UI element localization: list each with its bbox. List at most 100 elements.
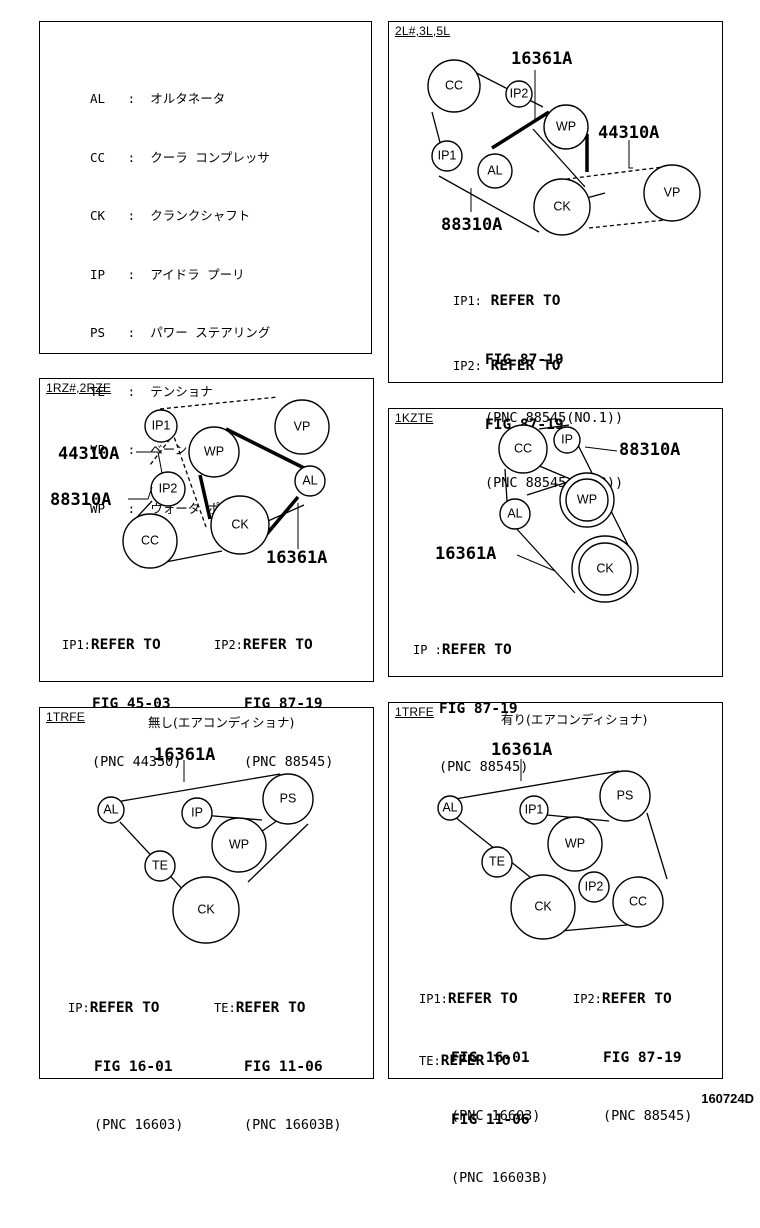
svg-text:WP: WP xyxy=(565,836,585,850)
svg-text:16361A: 16361A xyxy=(154,745,215,765)
svg-text:IP2: IP2 xyxy=(585,879,604,893)
pulley-al xyxy=(97,796,125,824)
reference-note: IP:REFER TO FIG 16-01 (PNC 16603) xyxy=(68,1000,184,1133)
pulley-ip1 xyxy=(144,409,178,443)
pulley-ip1 xyxy=(519,795,549,825)
pulley-ip2 xyxy=(505,80,533,108)
pulley-ip2 xyxy=(578,871,610,903)
pulley-ps xyxy=(599,770,651,822)
reference-note: TE:REFER TO FIG 11-06 (PNC 16603B) xyxy=(419,1053,549,1186)
belt-diagram: CC IP2 WP IP1 AL CK VP 16361A 44310A 883… xyxy=(427,49,701,236)
engine-tag: 1TRFE xyxy=(46,710,86,724)
svg-text:WP: WP xyxy=(556,119,576,133)
belt-diagram: IP1 VP WP AL IP2 CK CC 44310A 88310A 163… xyxy=(50,396,330,569)
svg-text:16361A: 16361A xyxy=(435,544,496,564)
pulley-wp xyxy=(547,816,603,872)
pulley-ck xyxy=(578,542,632,596)
pulley-al xyxy=(499,498,531,530)
pulley-ck xyxy=(210,495,270,555)
svg-text:WP: WP xyxy=(204,444,224,458)
svg-text:VP: VP xyxy=(294,419,311,433)
pulley-cc xyxy=(612,876,664,928)
legend-item: TE : テンショナ xyxy=(90,383,213,399)
svg-text:44310A: 44310A xyxy=(598,123,659,143)
legend-item: CC : クーラ コンプレッサ xyxy=(90,149,270,165)
pulley-ps xyxy=(262,773,314,825)
pulley-cc xyxy=(122,513,178,569)
svg-text:IP1: IP1 xyxy=(438,148,457,162)
svg-text:CK: CK xyxy=(553,199,571,213)
engine-tag: 1TRFE xyxy=(395,705,435,719)
svg-text:88310A: 88310A xyxy=(50,490,111,510)
panel-subtitle: 有り(エアコンディショナ) xyxy=(501,712,648,727)
legend-item: CK : クランクシャフト xyxy=(90,208,251,223)
svg-text:WP: WP xyxy=(229,837,249,851)
panel-1trfe-no-ac: 1TRFE 無し(エアコンディショナ) AL IP PS WP TE CK 16… xyxy=(39,707,374,1133)
pulley-al xyxy=(437,795,463,821)
panel-1rz-2rze: 1RZ#,2RZE IP1 VP WP AL xyxy=(39,378,374,770)
belt-diagram: AL IP1 PS WP TE IP2 CC CK 16361A xyxy=(437,740,668,940)
svg-text:CC: CC xyxy=(514,441,532,455)
svg-text:CK: CK xyxy=(596,561,614,575)
svg-text:44310A: 44310A xyxy=(58,444,119,464)
svg-text:CK: CK xyxy=(197,902,215,916)
engine-tag: 1RZ#,2RZE xyxy=(46,381,112,395)
pulley-wp xyxy=(565,478,609,522)
pulley-vp xyxy=(643,164,701,222)
svg-text:16361A: 16361A xyxy=(491,740,552,760)
svg-text:IP1: IP1 xyxy=(152,418,171,432)
svg-text:PS: PS xyxy=(617,788,634,802)
svg-text:VP: VP xyxy=(664,185,681,199)
reference-note: IP1: REFER TO FIG 87-19 (PNC 88545(NO.1)… xyxy=(453,293,624,426)
svg-text:AL: AL xyxy=(103,802,118,816)
svg-text:CC: CC xyxy=(629,894,647,908)
svg-text:AL: AL xyxy=(302,473,317,487)
panel-subtitle: 無し(エアコンディショナ) xyxy=(148,715,295,730)
legend-item: AL : オルタネータ xyxy=(90,91,226,106)
engine-tag: 2L#,3L,5L xyxy=(395,24,451,38)
pulley-ck xyxy=(533,178,591,236)
legend-item: PS : パワー ステアリング xyxy=(90,325,271,340)
svg-text:IP: IP xyxy=(561,432,573,446)
reference-note: IP :REFER TO FIG 87-19 (PNC 88545) xyxy=(413,642,529,775)
reference-note: TE:REFER TO FIG 11-06 (PNC 16603B) xyxy=(214,1000,342,1133)
svg-text:AL: AL xyxy=(442,800,457,814)
svg-text:WP: WP xyxy=(577,492,597,506)
svg-text:16361A: 16361A xyxy=(266,548,327,568)
svg-text:CK: CK xyxy=(231,517,249,531)
pulley-ip xyxy=(553,426,581,454)
svg-text:IP: IP xyxy=(191,805,203,819)
pulley-wp xyxy=(188,426,240,478)
pulley-cc xyxy=(498,424,548,474)
svg-text:88310A: 88310A xyxy=(441,215,502,235)
belt-diagram: CC IP WP AL CK 88310A 16361A xyxy=(435,424,680,603)
svg-text:TE: TE xyxy=(489,854,505,868)
svg-text:AL: AL xyxy=(507,506,522,520)
pulley-cc xyxy=(427,59,481,113)
svg-text:IP2: IP2 xyxy=(159,481,178,495)
legend-item: IP : アイドラ プーリ xyxy=(90,266,245,282)
pulley-wp xyxy=(543,104,589,150)
reference-note: IP2:REFER TO FIG 87-19 (PNC 88545) xyxy=(573,991,693,1124)
svg-text:AL: AL xyxy=(487,163,502,177)
pulley-ip1 xyxy=(431,140,463,172)
svg-text:IP2: IP2 xyxy=(510,86,529,100)
svg-text:TE: TE xyxy=(152,858,168,872)
pulley-al xyxy=(294,465,326,497)
svg-text:PS: PS xyxy=(280,791,297,805)
svg-text:88310A: 88310A xyxy=(619,440,680,460)
legend-list: AL : オルタネータ CC : クーラ コンプレッサ CK : クランクシャフ… xyxy=(90,50,270,557)
svg-text:CC: CC xyxy=(445,78,463,92)
legend-panel: AL : オルタネータ CC : クーラ コンプレッサ CK : クランクシャフ… xyxy=(39,21,372,516)
pulley-te xyxy=(144,850,176,882)
figure-code: 160724D xyxy=(701,1091,754,1106)
pulley-ck xyxy=(510,874,576,940)
pulley-al xyxy=(477,153,513,189)
svg-text:CK: CK xyxy=(534,899,552,913)
svg-text:16361A: 16361A xyxy=(511,49,572,69)
pulley-te xyxy=(481,846,513,878)
pulley-ck xyxy=(172,876,240,944)
svg-text:CC: CC xyxy=(141,533,159,547)
panel-2l-3l-5l: 2L#,3L,5L CC IP2 WP xyxy=(388,21,723,491)
engine-tag: 1KZTE xyxy=(395,411,434,425)
